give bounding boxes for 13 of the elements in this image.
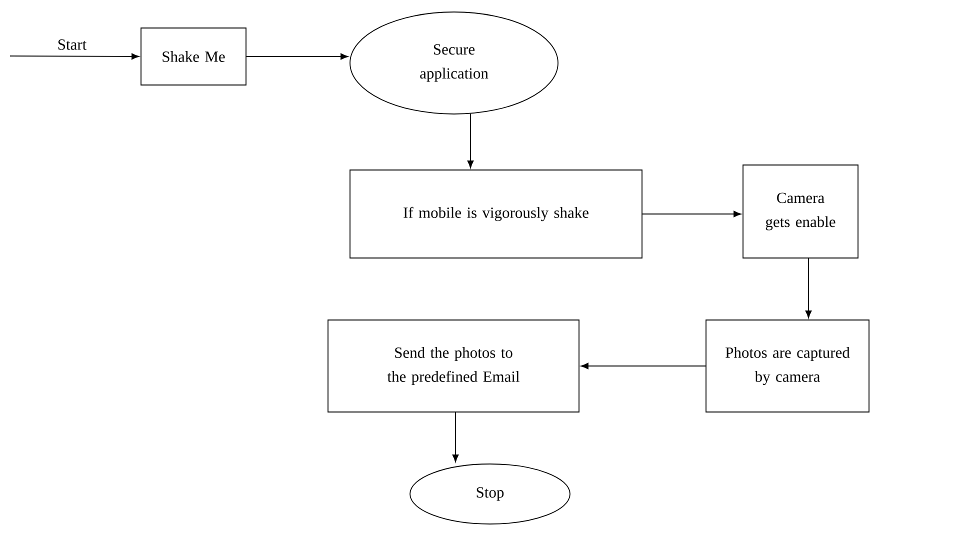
arrow [805, 258, 812, 318]
process-box: Shake Me [140, 28, 246, 86]
process-box: If mobile is vigorously shake [350, 170, 642, 258]
process-box: Camera gets enable [742, 164, 858, 258]
arrow [580, 362, 706, 370]
arrow [642, 210, 742, 218]
arrow [246, 53, 348, 60]
arrow [452, 412, 459, 462]
arrow [10, 53, 140, 60]
edge-label: Start [58, 39, 87, 50]
arrow [467, 113, 474, 168]
process-box: Send the photos to the predefined Email [328, 320, 580, 412]
process-box: Photos are captured by camera [706, 320, 870, 412]
